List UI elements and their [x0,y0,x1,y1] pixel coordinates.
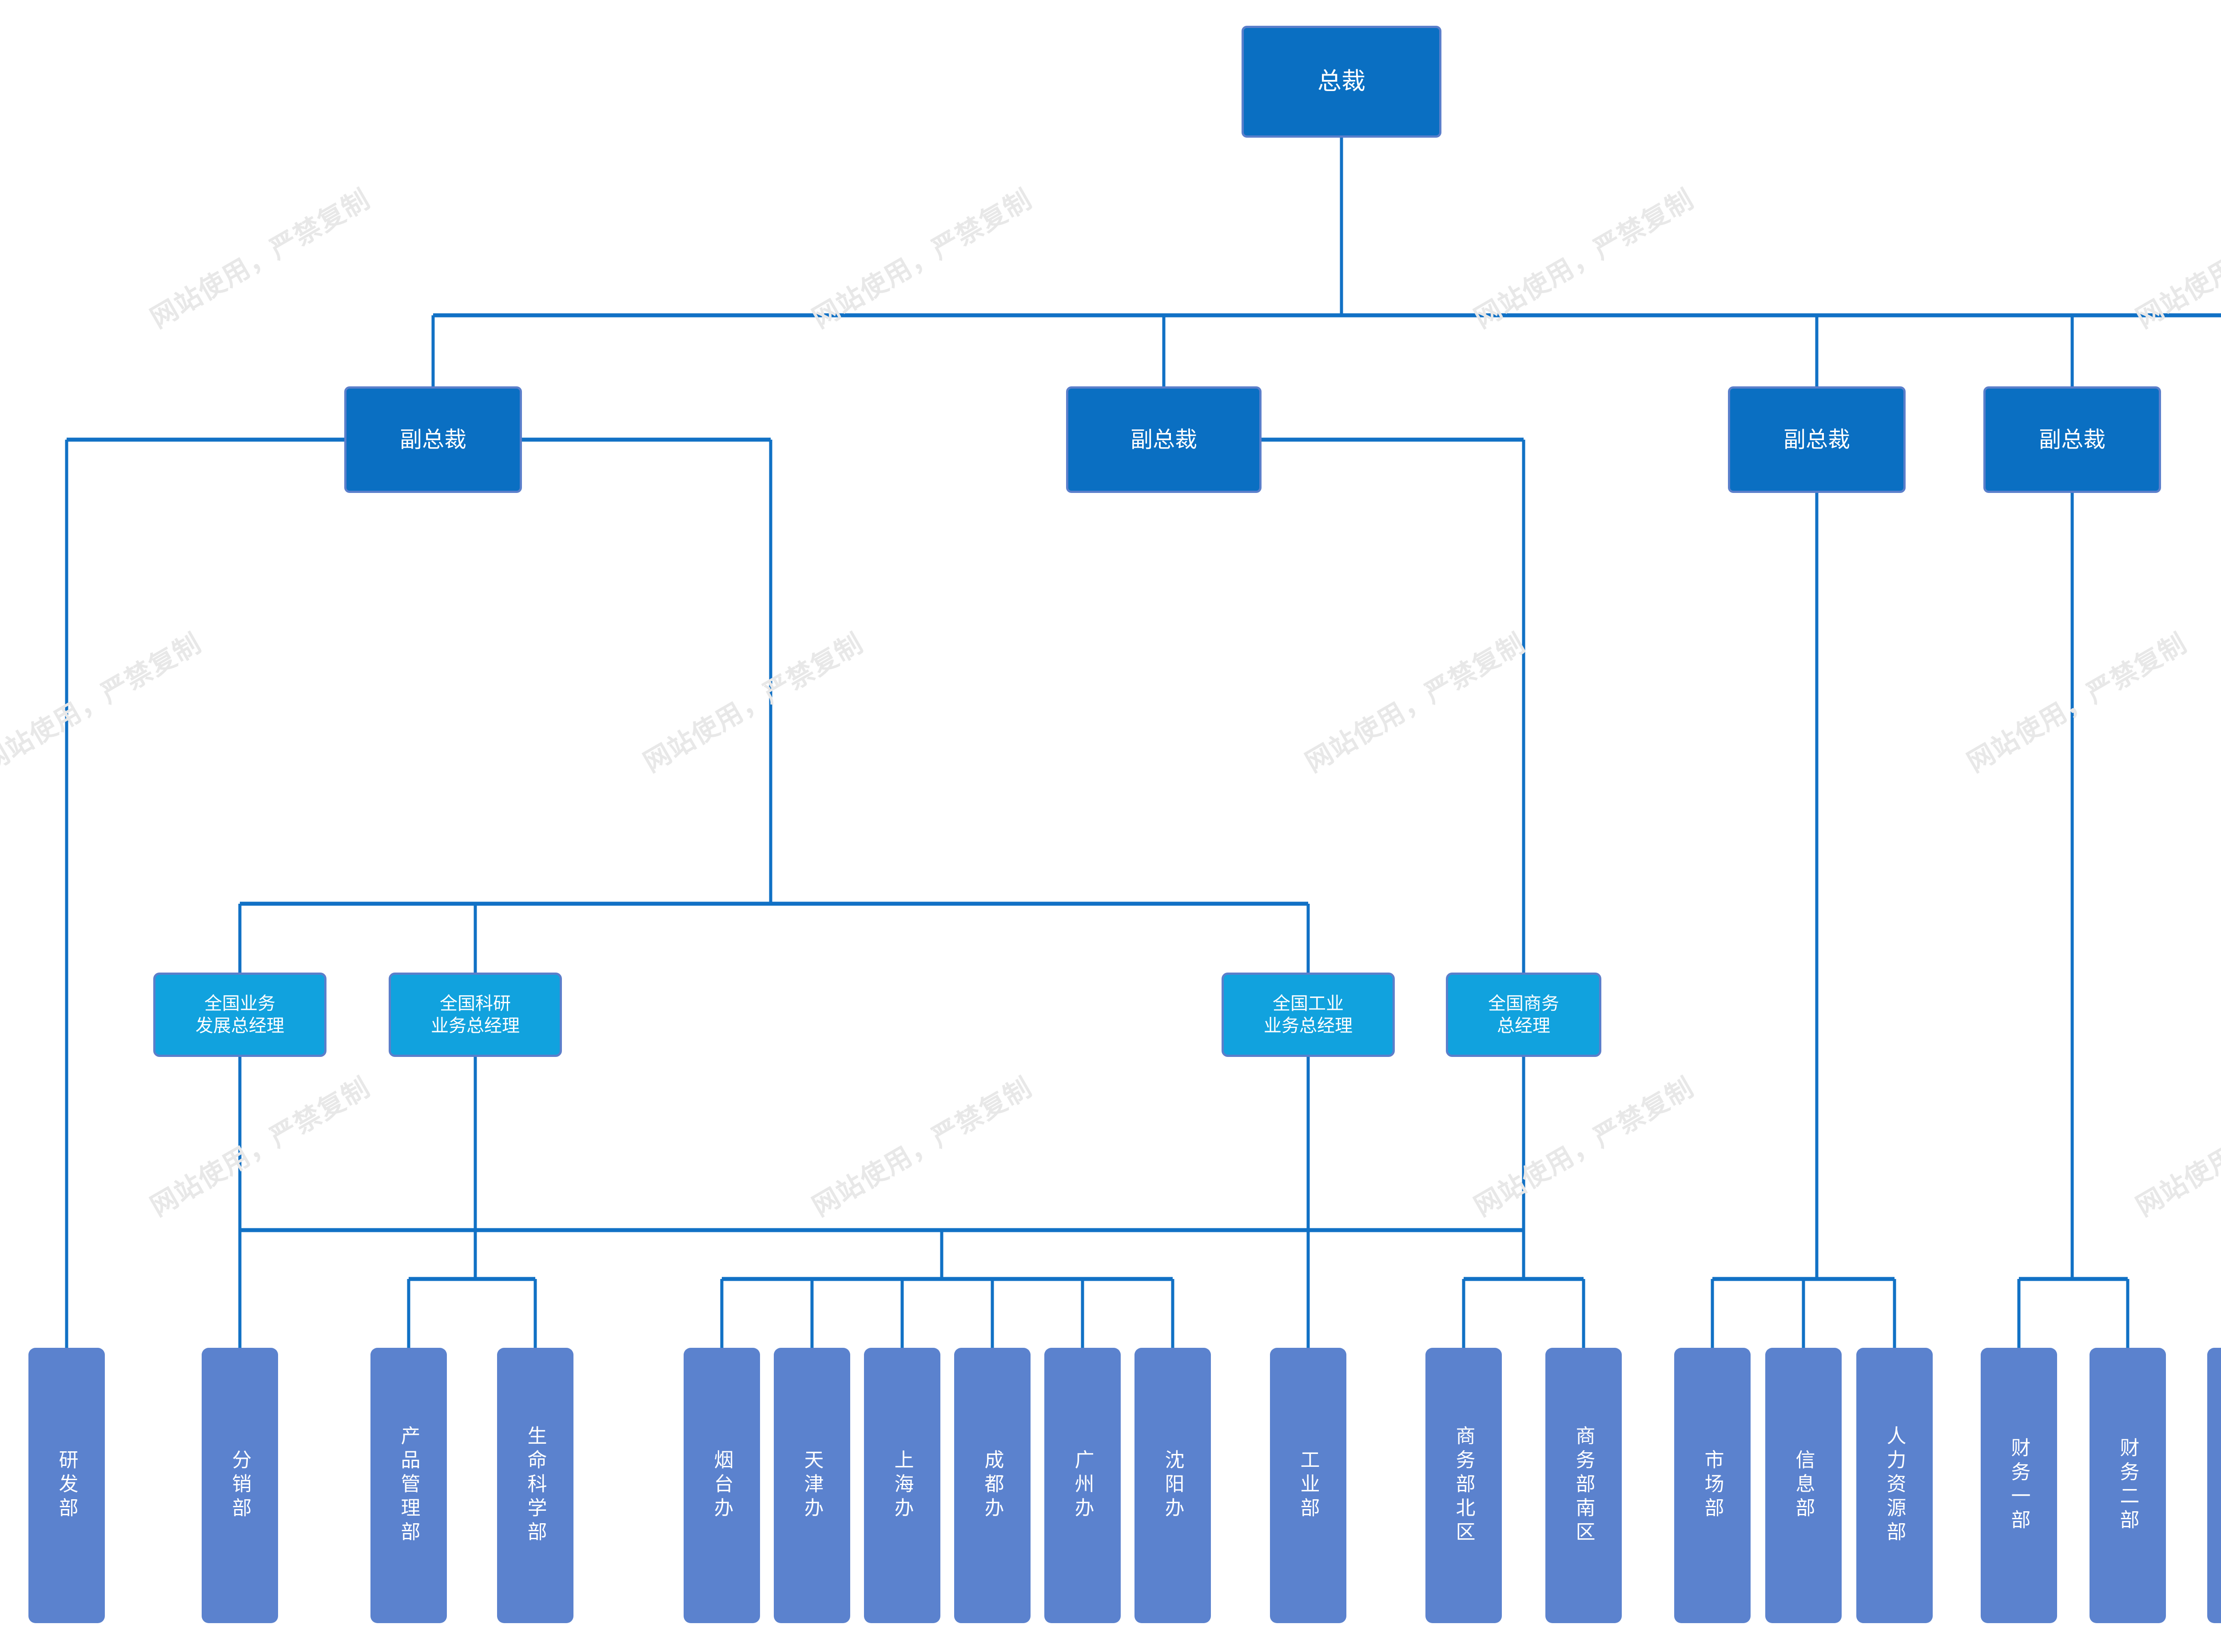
node-vice-president-3[interactable]: 副总裁 [1728,386,1906,493]
node-manager-business-development[interactable]: 全国业务 发展总经理 [153,973,326,1057]
manager-label-line2: 业务总经理 [1264,1016,1353,1036]
node-department-commerce-south[interactable]: 商务部南区 [1545,1348,1622,1623]
manager-label-line1: 全国工业 [1273,994,1344,1013]
node-president[interactable]: 总裁 [1242,26,1441,138]
manager-label-line2: 总经理 [1497,1016,1550,1036]
node-department-office[interactable]: 办公室 [2207,1348,2221,1623]
node-manager-industrial[interactable]: 全国工业 业务总经理 [1222,973,1395,1057]
node-office-chengdu[interactable]: 成都办 [954,1348,1031,1623]
node-office-shenyang[interactable]: 沈阳办 [1134,1348,1211,1623]
manager-label-line1: 全国业务 [204,994,275,1013]
node-department-commerce-north[interactable]: 商务部北区 [1425,1348,1502,1623]
node-department-product-management[interactable]: 产品管理部 [370,1348,447,1623]
node-vice-president-4[interactable]: 副总裁 [1983,386,2161,493]
node-department-industrial[interactable]: 工业部 [1270,1348,1346,1623]
manager-label-line1: 全国商务 [1488,994,1559,1013]
node-office-guangzhou[interactable]: 广州办 [1044,1348,1121,1623]
node-department-life-science[interactable]: 生命科学部 [497,1348,573,1623]
node-office-yantai[interactable]: 烟台办 [684,1348,760,1623]
node-department-human-resources[interactable]: 人力资源部 [1856,1348,1933,1623]
manager-label-line2: 发展总经理 [195,1016,284,1036]
manager-label-line1: 全国科研 [440,994,511,1013]
node-manager-research[interactable]: 全国科研 业务总经理 [389,973,562,1057]
node-department-finance-2[interactable]: 财务二部 [2090,1348,2166,1623]
node-vice-president-2[interactable]: 副总裁 [1066,386,1262,493]
manager-label-line2: 业务总经理 [431,1016,520,1036]
node-department-rd[interactable]: 研发部 [28,1348,105,1623]
node-department-distribution[interactable]: 分销部 [202,1348,278,1623]
node-department-finance-1[interactable]: 财务一部 [1981,1348,2057,1623]
node-manager-commerce[interactable]: 全国商务 总经理 [1446,973,1601,1057]
node-department-marketing[interactable]: 市场部 [1674,1348,1751,1623]
node-vice-president-1[interactable]: 副总裁 [344,386,522,493]
node-department-information[interactable]: 信息部 [1765,1348,1842,1623]
node-office-tianjin[interactable]: 天津办 [774,1348,850,1623]
node-office-shanghai[interactable]: 上海办 [864,1348,940,1623]
